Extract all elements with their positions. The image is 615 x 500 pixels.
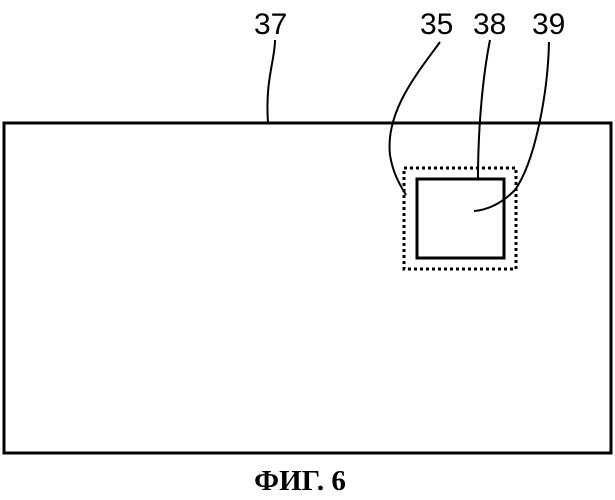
label-outer-panel: 37 bbox=[254, 8, 287, 41]
figure-caption: ФИГ. 6 bbox=[254, 465, 346, 497]
dotted-region bbox=[404, 168, 516, 269]
leader-line-37 bbox=[267, 40, 275, 123]
label-dotted-region: 35 bbox=[420, 8, 453, 41]
label-inner-square: 38 bbox=[473, 8, 506, 41]
inner-square bbox=[417, 179, 504, 258]
leader-line-38 bbox=[478, 40, 490, 179]
label-inner-area: 39 bbox=[532, 8, 565, 41]
outer-panel bbox=[4, 123, 611, 453]
leader-line-35 bbox=[390, 42, 440, 195]
